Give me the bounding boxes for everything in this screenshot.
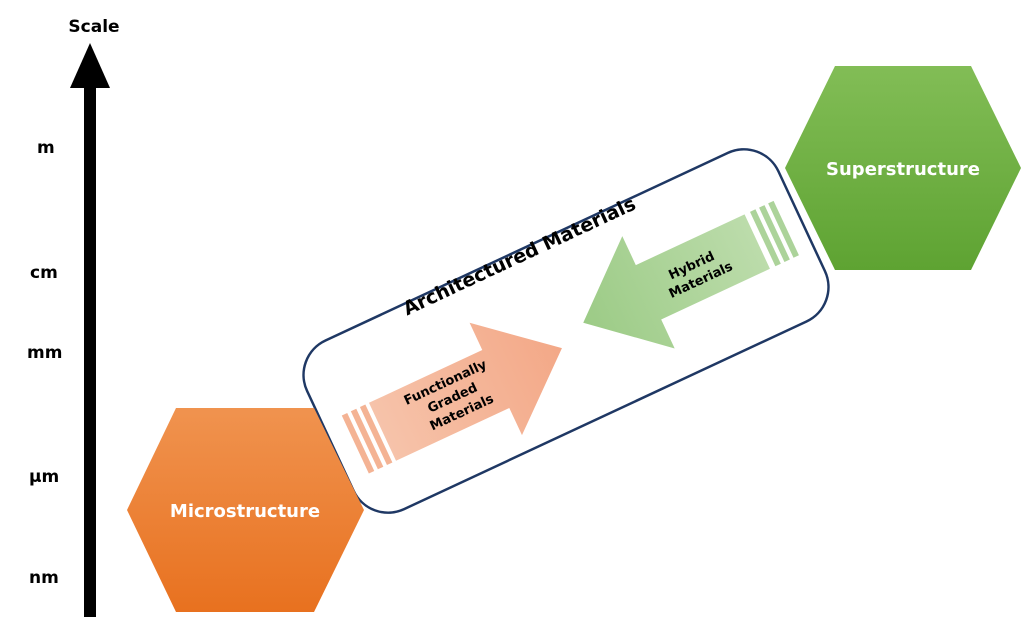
superstructure-label: Superstructure xyxy=(826,159,980,180)
architectured-materials-group xyxy=(302,148,830,514)
microstructure-hexagon xyxy=(127,408,364,612)
architectured-materials-frame xyxy=(302,148,830,514)
fgm-stripe-3 xyxy=(359,404,393,466)
functionally-graded-arrow xyxy=(341,322,562,474)
tick-label-nm: nm xyxy=(29,568,59,588)
fgm-stripe-2 xyxy=(350,408,384,470)
fgm-stripe-1 xyxy=(341,412,375,474)
microstructure-node: Microstructure xyxy=(127,408,364,612)
tick-label-mm: mm xyxy=(27,343,62,363)
axis-title: Scale xyxy=(68,17,119,37)
axis-arrowhead xyxy=(70,43,110,88)
hybrid-stripe-3 xyxy=(768,200,799,258)
tick-label-um: μm xyxy=(29,467,59,487)
fgm-arrow-body xyxy=(368,322,562,461)
hybrid-stripe-2 xyxy=(759,205,790,262)
tick-label-cm: cm xyxy=(30,263,58,283)
hybrid-arrow xyxy=(583,200,799,349)
superstructure-node: Superstructure xyxy=(785,66,1021,270)
axis-shaft xyxy=(84,86,96,617)
hybrid-arrow-body xyxy=(583,214,770,349)
tick-label-m: m xyxy=(37,138,55,158)
microstructure-label: Microstructure xyxy=(170,501,320,522)
scale-axis: Scale m cm mm μm nm xyxy=(27,17,120,617)
hybrid-stripe-1 xyxy=(750,209,781,267)
superstructure-hexagon xyxy=(785,66,1021,270)
